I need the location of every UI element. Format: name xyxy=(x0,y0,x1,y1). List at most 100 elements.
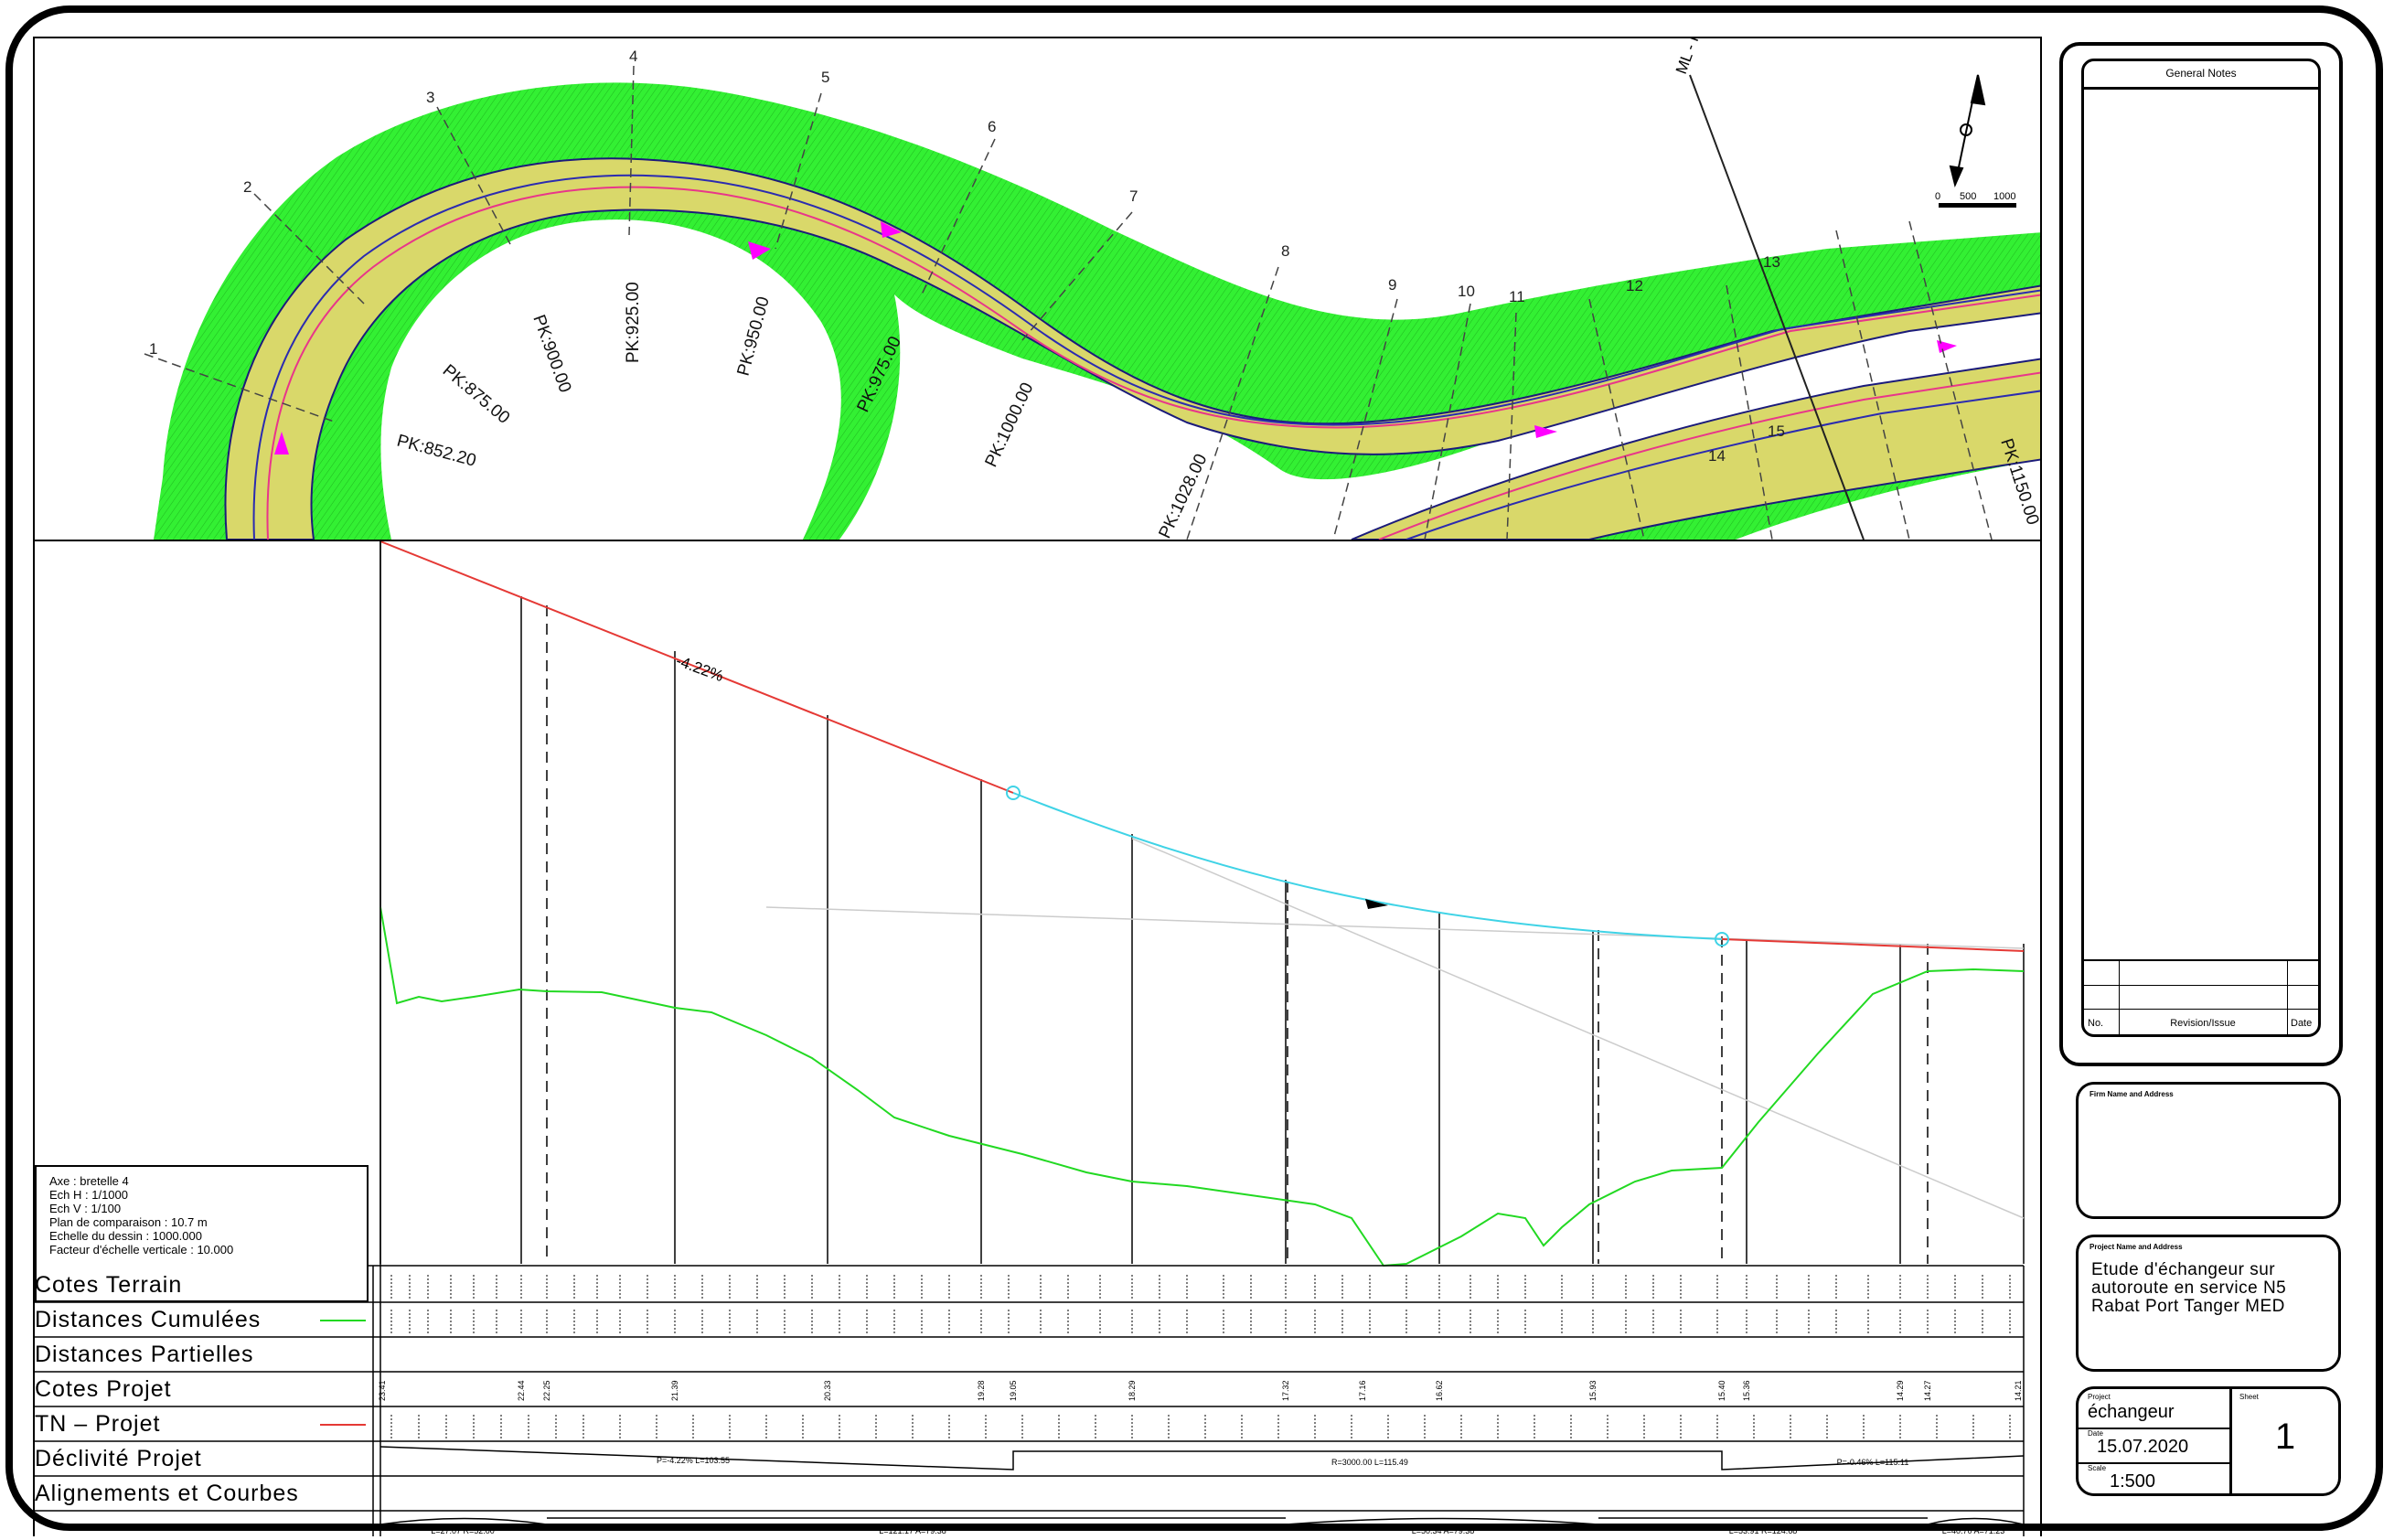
road-surface-2 xyxy=(1351,358,2040,540)
direction-arrow xyxy=(748,241,771,260)
project-panel: Project Name and Address Etude d'échange… xyxy=(2076,1235,2341,1372)
svg-text:11: 11 xyxy=(1509,288,1525,305)
svg-text:2: 2 xyxy=(243,178,251,196)
svg-text:PK:900.00: PK:900.00 xyxy=(529,313,574,396)
direction-arrow xyxy=(1937,340,1957,353)
row-label-declivite: Déclivité Projet xyxy=(35,1446,202,1471)
svg-text:22.44: 22.44 xyxy=(517,1380,526,1401)
row-label-cotes-projet: Cotes Projet xyxy=(35,1376,172,1402)
profile-table xyxy=(35,541,2025,1536)
svg-text:P=-0.46% L=115.11: P=-0.46% L=115.11 xyxy=(1837,1458,1909,1467)
svg-text:17.16: 17.16 xyxy=(1358,1380,1367,1401)
svg-text:9: 9 xyxy=(1388,276,1396,294)
svg-text:PK:1000.00: PK:1000.00 xyxy=(981,380,1037,470)
svg-text:21.39: 21.39 xyxy=(670,1380,679,1401)
legend-echelle-dessin: Echelle du dessin : 1000.000 xyxy=(49,1229,202,1243)
date-label: Date xyxy=(2088,1429,2103,1438)
direction-arrow xyxy=(274,432,289,455)
svg-text:14.29: 14.29 xyxy=(1896,1380,1905,1401)
slope-arrow-icon xyxy=(1365,899,1388,909)
vertical-curve xyxy=(1012,792,1723,940)
plan-svg: 1 2 3 4 5 6 7 8 9 10 11 12 13 14 15 PK:8… xyxy=(144,38,2040,540)
row-label-distances-cumulees: Distances Cumulées xyxy=(35,1307,262,1332)
row-label-cotes-terrain: Cotes Terrain xyxy=(35,1272,183,1298)
rev-date-header: Date xyxy=(2291,1018,2313,1029)
firm-panel: Firm Name and Address xyxy=(2076,1082,2341,1219)
legend-plan-comparaison: Plan de comparaison : 10.7 m xyxy=(49,1215,208,1229)
svg-text:19.05: 19.05 xyxy=(1009,1380,1018,1401)
project-description: Etude d'échangeur sur autoroute en servi… xyxy=(2091,1260,2287,1316)
svg-text:PK:925.00: PK:925.00 xyxy=(624,282,643,363)
svg-text:19.28: 19.28 xyxy=(977,1380,986,1401)
project-small-label: Project xyxy=(2088,1393,2111,1401)
svg-text:18.29: 18.29 xyxy=(1128,1380,1137,1401)
profile-section-lines xyxy=(379,541,2025,1264)
section-numbers: 1 2 3 4 5 6 7 8 9 10 11 12 13 14 15 xyxy=(149,48,1785,465)
svg-text:23.41: 23.41 xyxy=(378,1380,387,1401)
ml-axis-label: ML - PK : xyxy=(1673,38,1711,76)
row-label-distances-partielles: Distances Partielles xyxy=(35,1342,254,1367)
alignements-labels: L=27.07 R=52.00 L=121.17 A=79.38 L=50.34… xyxy=(431,1526,2004,1535)
section-lines xyxy=(144,65,1993,540)
declivite-graph xyxy=(379,1446,2025,1470)
svg-text:PK:1028.00: PK:1028.00 xyxy=(1155,451,1211,540)
svg-text:17.32: 17.32 xyxy=(1281,1380,1290,1401)
plan-view[interactable]: 1 2 3 4 5 6 7 8 9 10 11 12 13 14 15 PK:8… xyxy=(35,38,2040,541)
svg-text:6: 6 xyxy=(988,118,996,135)
svg-text:14.27: 14.27 xyxy=(1923,1380,1932,1401)
date-value: 15.07.2020 xyxy=(2097,1437,2189,1457)
svg-text:PK:950.00: PK:950.00 xyxy=(734,294,774,378)
profile-dashed-lines xyxy=(546,605,1929,1264)
alignements-graph xyxy=(379,1517,2025,1525)
reference-line xyxy=(765,906,2025,949)
svg-text:14: 14 xyxy=(1708,447,1726,465)
row-label-alignements: Alignements et Courbes xyxy=(35,1481,299,1506)
profile-legend-box: Axe : bretelle 4 Ech H : 1/1000 Ech V : … xyxy=(35,1165,369,1302)
svg-text:L=27.07 R=52.00: L=27.07 R=52.00 xyxy=(431,1526,495,1535)
svg-text:L=53.91 R=124.68: L=53.91 R=124.68 xyxy=(1729,1526,1798,1535)
svg-text:1: 1 xyxy=(149,340,157,358)
general-notes-title: General Notes xyxy=(2084,61,2318,90)
svg-text:500: 500 xyxy=(1960,191,1976,202)
svg-text:R=3000.00 L=115.49: R=3000.00 L=115.49 xyxy=(1331,1458,1408,1467)
direction-arrow xyxy=(881,221,902,238)
legend-ech-v: Ech V : 1/100 xyxy=(49,1202,122,1215)
scale-label: Scale xyxy=(2088,1464,2107,1472)
svg-text:10: 10 xyxy=(1458,283,1475,300)
svg-text:8: 8 xyxy=(1281,242,1289,260)
curve-point-icon xyxy=(1715,932,1729,946)
sheet-value: 1 xyxy=(2274,1417,2296,1457)
svg-text:12: 12 xyxy=(1626,277,1643,294)
svg-text:1000: 1000 xyxy=(1993,191,2015,202)
row-label-tn-projet: TN – Projet xyxy=(35,1411,161,1437)
road-surface xyxy=(224,157,2040,540)
longitudinal-profile[interactable]: -4.22% xyxy=(35,540,2040,1536)
ml-axis-line xyxy=(1689,74,1865,540)
svg-text:PK:852.20: PK:852.20 xyxy=(395,432,478,471)
lane-line-magenta xyxy=(266,186,2040,540)
svg-text:13: 13 xyxy=(1763,253,1780,271)
sheet-label: Sheet xyxy=(2239,1393,2259,1401)
general-notes-frame: General Notes No. Revision/Issue Date xyxy=(2081,59,2321,1037)
profile-svg: -4.22% xyxy=(35,540,2025,1536)
svg-text:16.62: 16.62 xyxy=(1435,1380,1444,1401)
svg-text:7: 7 xyxy=(1129,187,1138,205)
general-notes-panel: General Notes No. Revision/Issue Date xyxy=(2059,42,2343,1066)
curve-point-icon xyxy=(1006,786,1021,800)
slope-label: -4.22% xyxy=(674,652,726,685)
svg-text:15: 15 xyxy=(1768,422,1785,440)
svg-text:0: 0 xyxy=(1935,191,1940,202)
svg-text:L=40.70 A=71.23: L=40.70 A=71.23 xyxy=(1942,1526,2005,1535)
svg-text:L=121.17 A=79.38: L=121.17 A=79.38 xyxy=(879,1526,946,1535)
lane-line-magenta-2 xyxy=(1378,371,2040,540)
firm-label: Firm Name and Address xyxy=(2089,1090,2174,1098)
declivite-labels: P=-4.22% L=103.55 R=3000.00 L=115.49 P=-… xyxy=(657,1456,1908,1467)
project-label: Project Name and Address xyxy=(2089,1243,2183,1251)
revision-table: No. Revision/Issue Date xyxy=(2084,959,2318,1034)
axis-line-blue xyxy=(252,174,2040,540)
svg-text:4: 4 xyxy=(629,48,637,65)
direction-arrow xyxy=(1534,425,1557,438)
svg-text:15.36: 15.36 xyxy=(1742,1380,1751,1401)
svg-text:20.33: 20.33 xyxy=(823,1380,832,1401)
terrain-line xyxy=(379,906,2025,1267)
